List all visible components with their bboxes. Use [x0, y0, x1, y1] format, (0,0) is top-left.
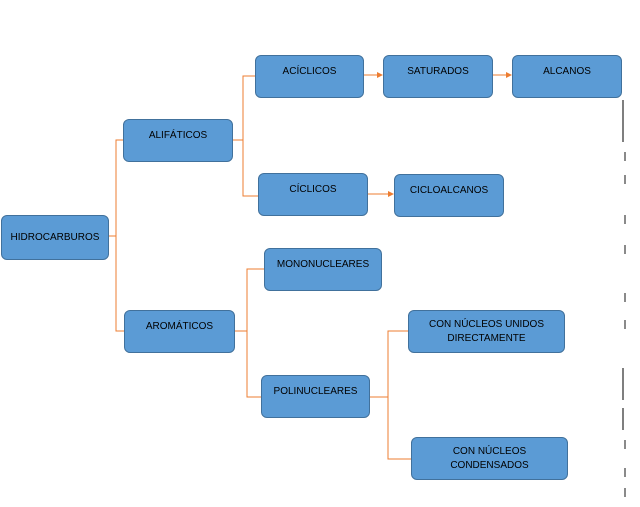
node-cicloalcanos: CICLOALCANOS: [394, 174, 504, 217]
page-edge-line: [622, 408, 624, 430]
page-edge-tick: [624, 245, 626, 254]
connector-aromaticos-polinucleares: [235, 330, 261, 398]
connector-hidrocarburos-alifaticos: [109, 139, 123, 237]
node-cicloalcanos-label: CICLOALCANOS: [409, 185, 489, 196]
node-alifaticos-label: ALIFÁTICOS: [148, 130, 208, 141]
node-saturados: SATURADOS: [383, 55, 493, 98]
page-edge-tick: [624, 293, 626, 302]
node-ciclicos: CÍCLICOS: [258, 173, 368, 216]
connector-polinucleares-unidos: [370, 330, 408, 398]
node-condensados: CON NÚCLEOS CONDENSADOS: [411, 437, 568, 480]
page-edge-tick: [624, 440, 626, 449]
page-edge-tick: [624, 488, 626, 497]
node-polinucleares: POLINUCLEARES: [261, 375, 370, 418]
connector-hidrocarburos-aromaticos: [109, 235, 124, 332]
node-mononucleares: MONONUCLEARES: [264, 248, 382, 291]
node-unidos-directamente-label: CON NÚCLEOS UNIDOS DIRECTAMENTE: [428, 318, 544, 344]
node-hidrocarburos-label: HIDROCARBUROS: [10, 231, 100, 243]
connector-alifaticos-ciclicos: [233, 139, 258, 197]
page-edge-tick: [624, 152, 626, 161]
connector-aromaticos-mononucleares: [235, 268, 264, 332]
node-saturados-label: SATURADOS: [407, 66, 469, 77]
node-aromaticos-label: AROMÁTICOS: [145, 321, 214, 332]
node-alifaticos: ALIFÁTICOS: [123, 119, 233, 162]
page-edge-line: [622, 368, 624, 400]
node-mononucleares-label: MONONUCLEARES: [276, 259, 370, 270]
node-unidos-directamente: CON NÚCLEOS UNIDOS DIRECTAMENTE: [408, 310, 565, 353]
page-edge-tick: [624, 215, 626, 224]
connector-alifaticos-aciclicos: [233, 75, 255, 141]
page-edge-tick: [624, 468, 626, 477]
node-alcanos-label: ALCANOS: [543, 66, 591, 77]
node-aciclicos: ACÍCLICOS: [255, 55, 364, 98]
node-alcanos: ALCANOS: [512, 55, 622, 98]
node-condensados-label: CON NÚCLEOS CONDENSADOS: [450, 445, 529, 471]
node-ciclicos-label: CÍCLICOS: [289, 184, 337, 195]
page-edge-tick: [624, 320, 626, 329]
node-aromaticos: AROMÁTICOS: [124, 310, 235, 353]
node-hidrocarburos: HIDROCARBUROS: [1, 215, 109, 260]
page-edge-tick: [624, 175, 626, 184]
page-edge-line: [622, 100, 624, 142]
node-aciclicos-label: ACÍCLICOS: [282, 66, 337, 77]
connector-polinucleares-condensados: [370, 396, 411, 460]
node-polinucleares-label: POLINUCLEARES: [273, 386, 358, 397]
